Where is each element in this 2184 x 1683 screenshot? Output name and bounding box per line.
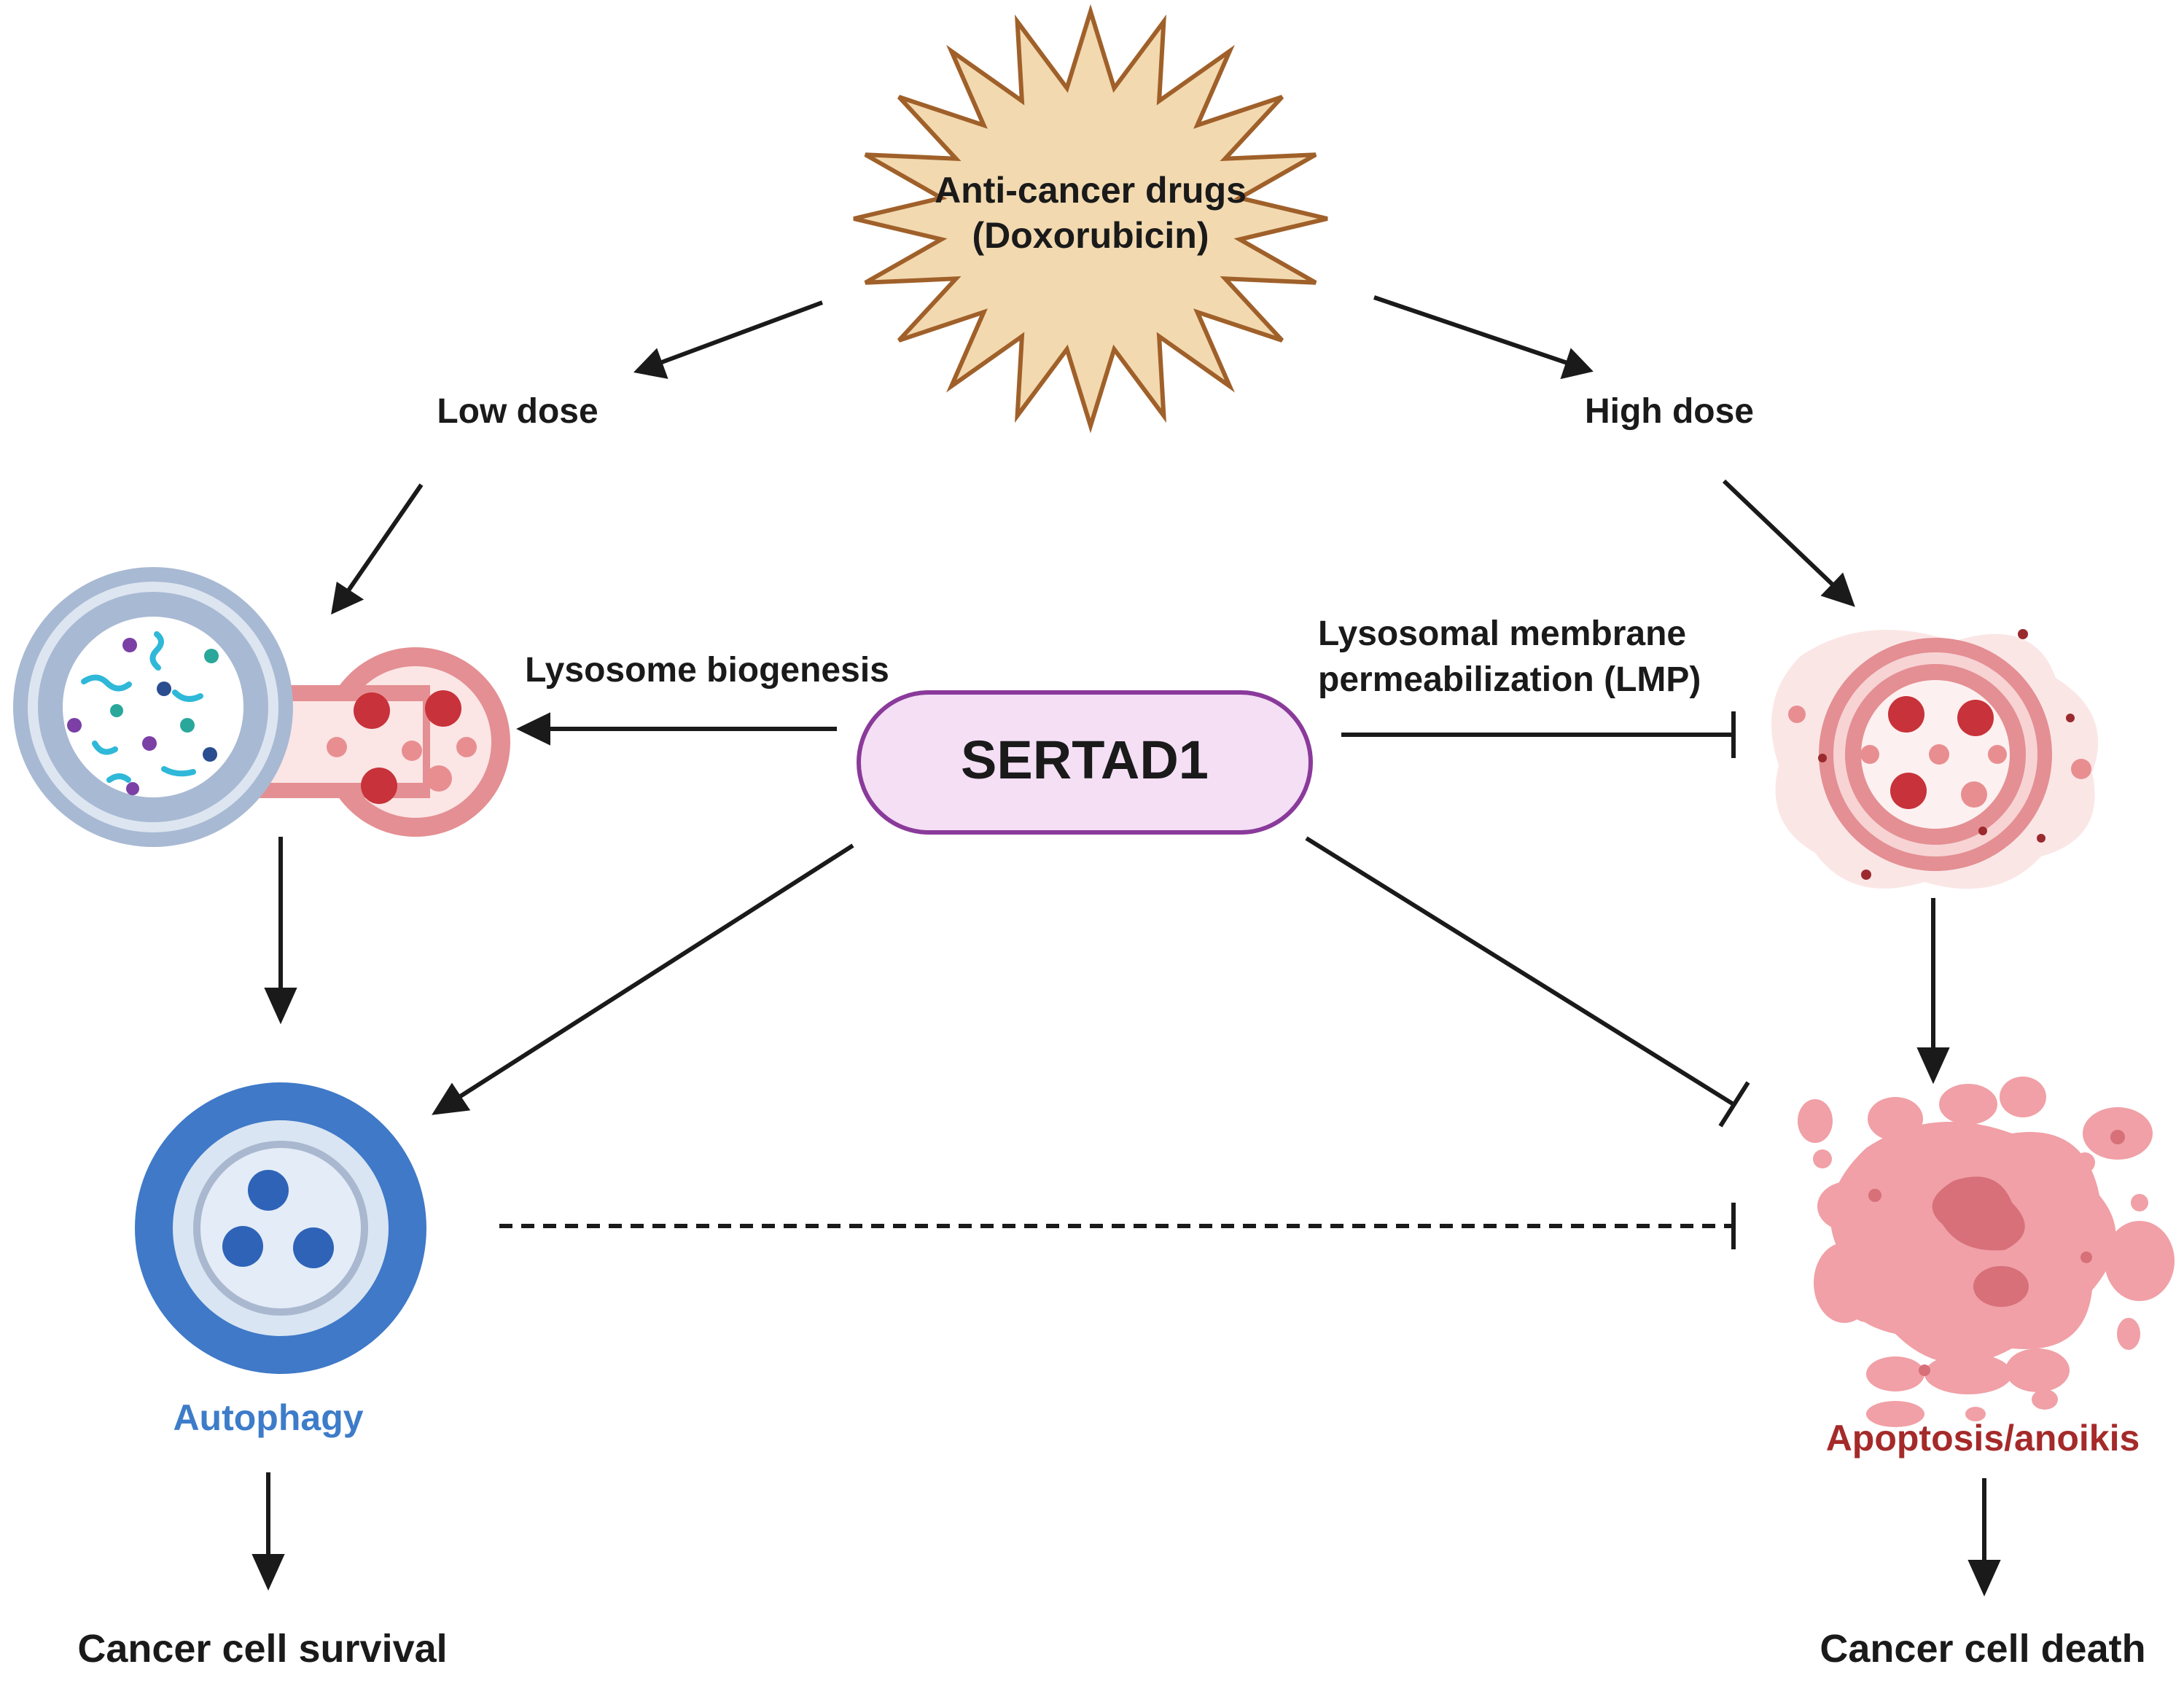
arrow-sertad1-to-fusion (516, 712, 837, 746)
autolysosome-icon (135, 1082, 426, 1374)
low-dose-label: Low dose (437, 392, 598, 431)
arrow-high-dose-to-lmp-lysosome (1722, 479, 1855, 607)
survival-label: Cancer cell survival (77, 1627, 447, 1671)
sertad1-node: SERTAD1 (857, 690, 1313, 835)
arrow-lmp-to-apoptosis (1916, 898, 1950, 1085)
apoptosis-label: Apoptosis/anoikis (1826, 1418, 2140, 1459)
high-dose-label: High dose (1585, 392, 1754, 431)
starburst-icon (853, 4, 1328, 434)
inhibit-sertad1-lmp (1341, 711, 1736, 758)
inhibit-sertad1-apoptosis (1305, 836, 1750, 1128)
drug-label-line2: (Doxorubicin) (972, 215, 1209, 256)
arrow-drug-to-low-dose (633, 300, 824, 379)
autophagosome-lysosome-fusion-icon (13, 567, 510, 847)
autophagy-label: Autophagy (173, 1397, 363, 1438)
lysosome-biogenesis-label: Lysosome biogenesis (525, 651, 889, 690)
arrow-low-dose-to-fusion (331, 483, 424, 615)
arrow-fusion-to-autophagy (264, 837, 297, 1025)
sertad1-label: SERTAD1 (961, 730, 1209, 790)
arrow-sertad1-to-autophagy (432, 843, 854, 1115)
inhibit-autophagy-apoptosis-dashed (499, 1203, 1736, 1249)
lmp-label-line2: permeabilization (LMP) (1318, 660, 1701, 699)
drug-label-line1: Anti-cancer drugs (935, 170, 1247, 211)
arrow-drug-to-high-dose (1373, 295, 1594, 380)
apoptotic-cell-icon (1798, 1077, 2175, 1427)
arrow-autophagy-to-survival (251, 1472, 285, 1591)
lmp-label-line1: Lysosomal membrane (1318, 614, 1686, 653)
death-label: Cancer cell death (1820, 1627, 2145, 1671)
arrow-apoptosis-to-death (1967, 1478, 2001, 1597)
permeabilized-lysosome-icon (1771, 629, 2099, 889)
